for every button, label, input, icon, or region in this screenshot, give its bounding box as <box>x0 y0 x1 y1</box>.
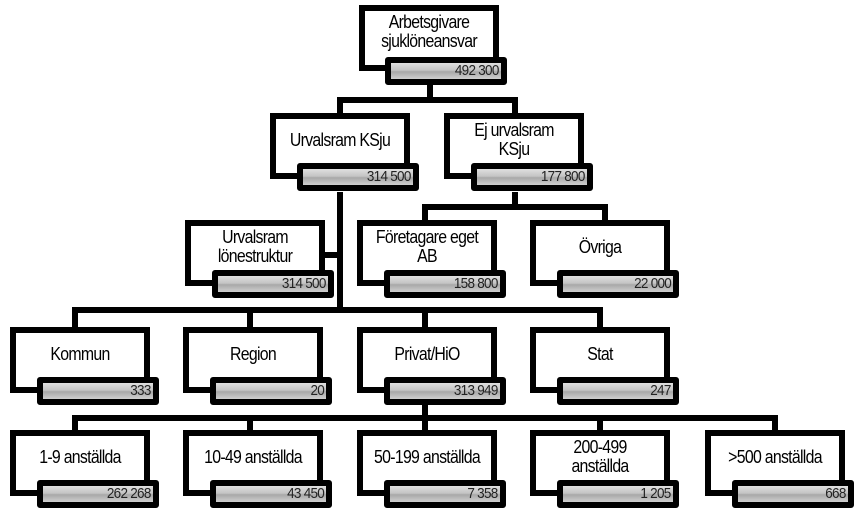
node-root: Arbetsgivare sjuklöneansvar 492 300 <box>359 5 507 85</box>
node-label: >500 anställda <box>728 446 822 467</box>
node-value: 314 500 <box>297 163 419 191</box>
node-label: Arbetsgivare sjuklöneansvar <box>381 12 478 51</box>
node-value: 1 205 <box>557 480 679 508</box>
node-value: 492 300 <box>385 57 507 85</box>
node-kommun: Kommun 333 <box>10 327 159 405</box>
node-stat: Stat 247 <box>530 327 679 405</box>
node-1-9: 1-9 anställda 262 268 <box>10 430 159 508</box>
connector-urvalsram <box>322 192 343 313</box>
node-label: 10-49 anställda <box>204 446 302 467</box>
node-privat: Privat/HiO 313 949 <box>357 327 506 405</box>
node-label: Stat <box>587 343 613 364</box>
node-10-49: 10-49 anställda 43 450 <box>183 430 332 508</box>
node-value: 668 <box>732 480 854 508</box>
node-label: Ej urvalsram KSju <box>474 120 554 159</box>
node-value: 313 949 <box>384 377 506 405</box>
connector-row5 <box>72 402 778 435</box>
node-label: Urvalsram KSju <box>289 129 391 150</box>
connector-root <box>337 82 518 118</box>
node-value: 333 <box>37 377 159 405</box>
node-200-499: 200-499 anställda 1 205 <box>530 430 679 508</box>
node-value: 247 <box>557 377 679 405</box>
node-urvalsram-ksju: Urvalsram KSju 314 500 <box>270 113 419 191</box>
node-label: 50-199 anställda <box>374 446 481 467</box>
node-ej-urvalsram: Ej urvalsram KSju 177 800 <box>444 113 593 191</box>
node-value: 262 268 <box>37 480 159 508</box>
node-lonestruktur: Urvalsram lönestruktur 314 500 <box>185 220 334 298</box>
node-value: 22 000 <box>557 270 679 298</box>
node-label: Kommun <box>50 343 110 364</box>
node-label: Urvalsram lönestruktur <box>217 227 293 266</box>
node-foretagare: Företagare eget AB 158 800 <box>357 220 506 298</box>
node-label: Region <box>230 343 277 364</box>
node-label: 200-499 anställda <box>571 437 629 476</box>
node-value: 177 800 <box>471 163 593 191</box>
node-region: Region 20 <box>183 327 332 405</box>
node-500-plus: >500 anställda 668 <box>705 430 854 508</box>
connector-row4 <box>72 307 603 332</box>
node-label: Företagare eget AB <box>375 227 479 266</box>
connector-ej-urvalsram <box>422 192 608 225</box>
node-value: 20 <box>210 377 332 405</box>
node-label: Övriga <box>578 236 622 257</box>
node-value: 158 800 <box>384 270 506 298</box>
node-value: 7 358 <box>384 480 506 508</box>
node-label: 1-9 anställda <box>39 446 121 467</box>
node-ovriga: Övriga 22 000 <box>530 220 679 298</box>
node-50-199: 50-199 anställda 7 358 <box>357 430 506 508</box>
node-value: 43 450 <box>210 480 332 508</box>
node-value: 314 500 <box>212 270 334 298</box>
node-label: Privat/HiO <box>394 343 460 364</box>
